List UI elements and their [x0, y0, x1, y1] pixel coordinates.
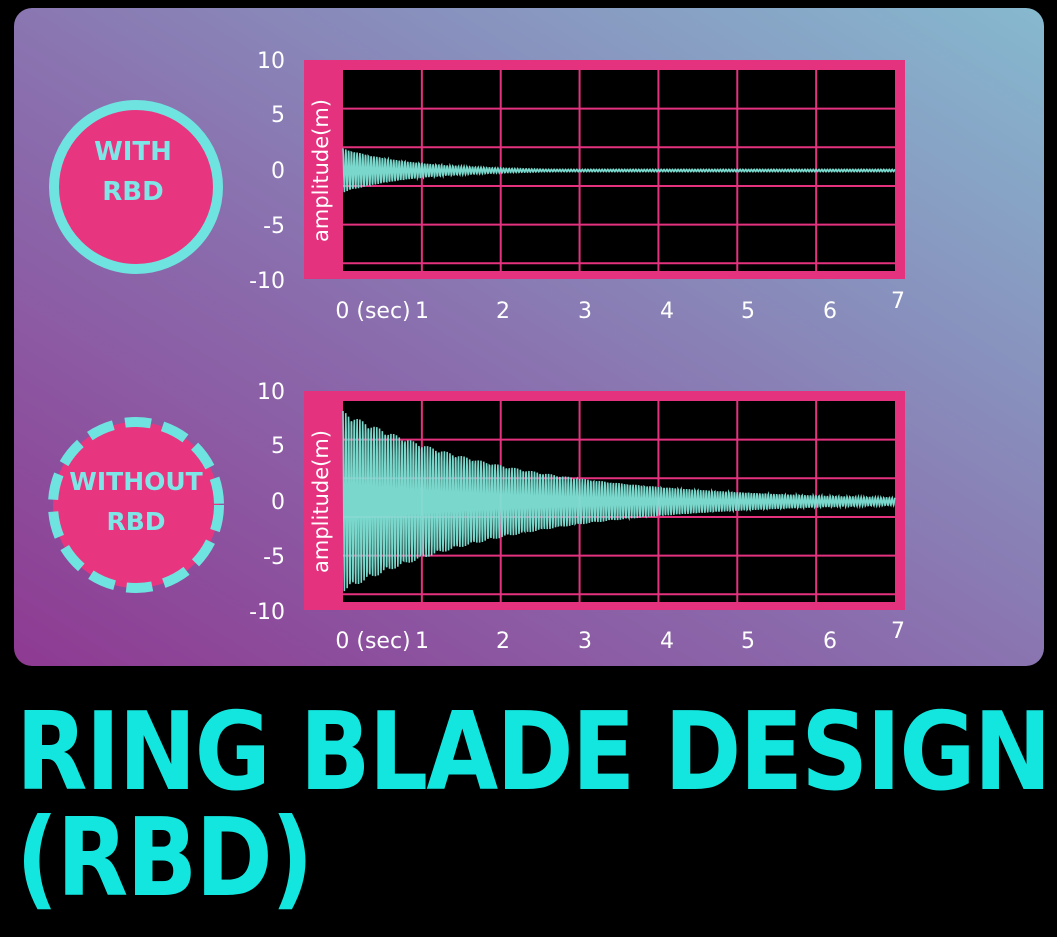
y-tick-label: 5	[271, 434, 285, 459]
x-tick-label: 4	[660, 629, 674, 654]
y-tick-label: 10	[257, 380, 285, 405]
x-tick-label: 1	[415, 629, 429, 654]
signal-line	[342, 411, 896, 592]
title-line1: RING BLADE DESIGN	[16, 690, 1052, 815]
signal-line	[342, 148, 896, 193]
x-tick-label: 2	[496, 299, 510, 324]
badge-with-rbd-label: WITH RBD	[58, 132, 208, 212]
badge-line2: RBD	[106, 507, 166, 536]
y-tick-label: 0	[271, 159, 285, 184]
x-tick-label: 0 (sec)	[335, 629, 410, 654]
badge-without-rbd-label: WITHOUT RBD	[48, 462, 224, 542]
x-tick-label: 5	[741, 299, 755, 324]
x-tick-label: 6	[823, 629, 837, 654]
x-tick-label: 3	[578, 629, 592, 654]
y-axis-label: amplitude(m)	[309, 430, 333, 573]
badge-line1: WITH	[94, 137, 172, 167]
x-tick-label: 6	[823, 299, 837, 324]
badge-with-rbd-circle	[49, 100, 223, 274]
x-tick-label: 5	[741, 629, 755, 654]
y-tick-label: -10	[249, 269, 285, 294]
chart-1: amplitude(m) 10 5 0 -5 -10 0 (sec)1 2 3 4 5 6 7	[249, 49, 905, 324]
x-tick-label: 4	[660, 299, 674, 324]
badge-without-rbd-circle	[48, 417, 224, 593]
page-title: RING BLADE DESIGN (RBD)	[16, 690, 1052, 921]
x-tick-label: 3	[578, 299, 592, 324]
badge-line2: RBD	[102, 177, 164, 207]
badge-line1: WITHOUT	[69, 467, 203, 496]
y-axis-label: amplitude(m)	[309, 99, 333, 242]
y-tick-label: -10	[249, 600, 285, 625]
y-tick-label: 10	[257, 49, 285, 74]
x-tick-label: 1	[415, 299, 429, 324]
y-tick-label: 5	[271, 103, 285, 128]
x-tick-label: 0 (sec)	[335, 299, 410, 324]
x-tick-label: 2	[496, 629, 510, 654]
y-tick-label: -5	[263, 545, 285, 570]
y-tick-label: 0	[271, 490, 285, 515]
x-tick-label: 7	[891, 619, 905, 644]
y-tick-label: -5	[263, 214, 285, 239]
chart-2: amplitude(m) 10 5 0 -5 -10 0 (sec)1 2 3 4 5 6 7	[249, 380, 905, 654]
title-line2: (RBD)	[16, 796, 313, 921]
x-tick-label: 7	[891, 289, 905, 314]
